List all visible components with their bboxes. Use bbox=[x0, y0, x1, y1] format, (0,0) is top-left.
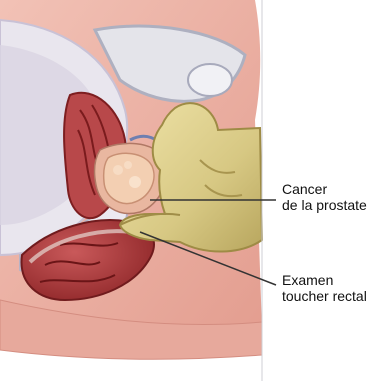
label-exam-line2: toucher rectal bbox=[282, 288, 367, 304]
label-cancer-line1: Cancer bbox=[282, 181, 367, 197]
label-exam-line1: Examen bbox=[282, 272, 367, 288]
label-cancer-line2: de la prostate bbox=[282, 197, 367, 213]
bone-knob bbox=[188, 64, 232, 96]
label-rectal-exam: Examen toucher rectal bbox=[282, 272, 367, 304]
label-prostate-cancer: Cancer de la prostate bbox=[282, 181, 367, 213]
